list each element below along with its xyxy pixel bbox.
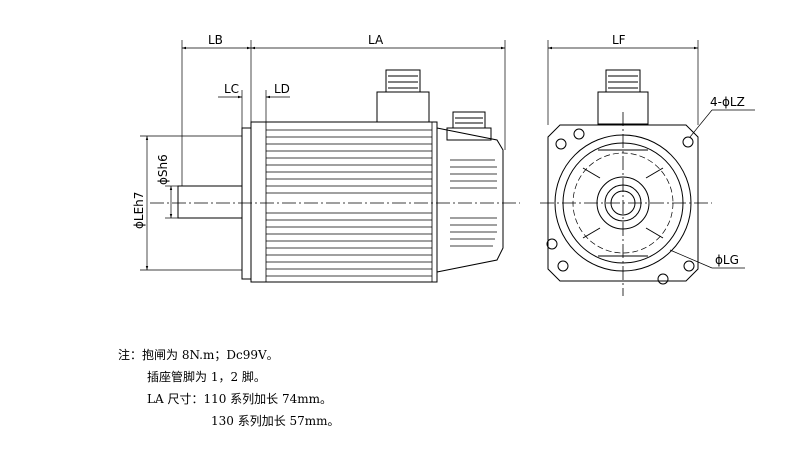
- dim-lc-label: LC: [224, 82, 239, 96]
- dim-lz-leader: [689, 109, 713, 138]
- note-la-110: LA 尺寸：110 系列加长 74mm。: [147, 392, 333, 406]
- dim-sh-label: ϕSh6: [156, 154, 170, 185]
- dim-la-label: LA: [368, 33, 384, 47]
- mounting-holes: [546, 128, 695, 285]
- note-la-130: 130 系列加长 57mm。: [211, 414, 340, 428]
- dim-lf-label: LF: [612, 33, 626, 47]
- encoder-cap: [436, 127, 504, 273]
- note-brake: 注：抱闸为 8N.m；Dc99V。: [118, 348, 279, 362]
- note-pins: 插座管脚为 1，2 脚。: [147, 370, 266, 384]
- dim-lb-label: LB: [208, 33, 223, 47]
- motor-flange: [241, 127, 252, 280]
- cooling-fins: [266, 129, 432, 277]
- front-connector: [597, 69, 649, 125]
- dim-lg-leader: [669, 249, 713, 269]
- pilot-circle: [554, 134, 692, 272]
- dim-lg-label: ϕLG: [715, 253, 739, 267]
- dim-ld-label: LD: [274, 82, 290, 96]
- motor-shaft: [177, 185, 243, 219]
- front-view: [540, 40, 755, 296]
- front-flange: [547, 124, 699, 282]
- side-view: [140, 40, 520, 283]
- motor-body: [250, 121, 438, 283]
- dim-le-label: ϕLEh7: [132, 192, 146, 229]
- power-connector: [376, 69, 430, 123]
- encoder-connector: [446, 111, 492, 141]
- drawing-notes: 注：抱闸为 8N.m；Dc99V。 插座管脚为 1，2 脚。 LA 尺寸：110…: [118, 344, 340, 432]
- dim-lz-label: 4-ϕLZ: [710, 95, 745, 109]
